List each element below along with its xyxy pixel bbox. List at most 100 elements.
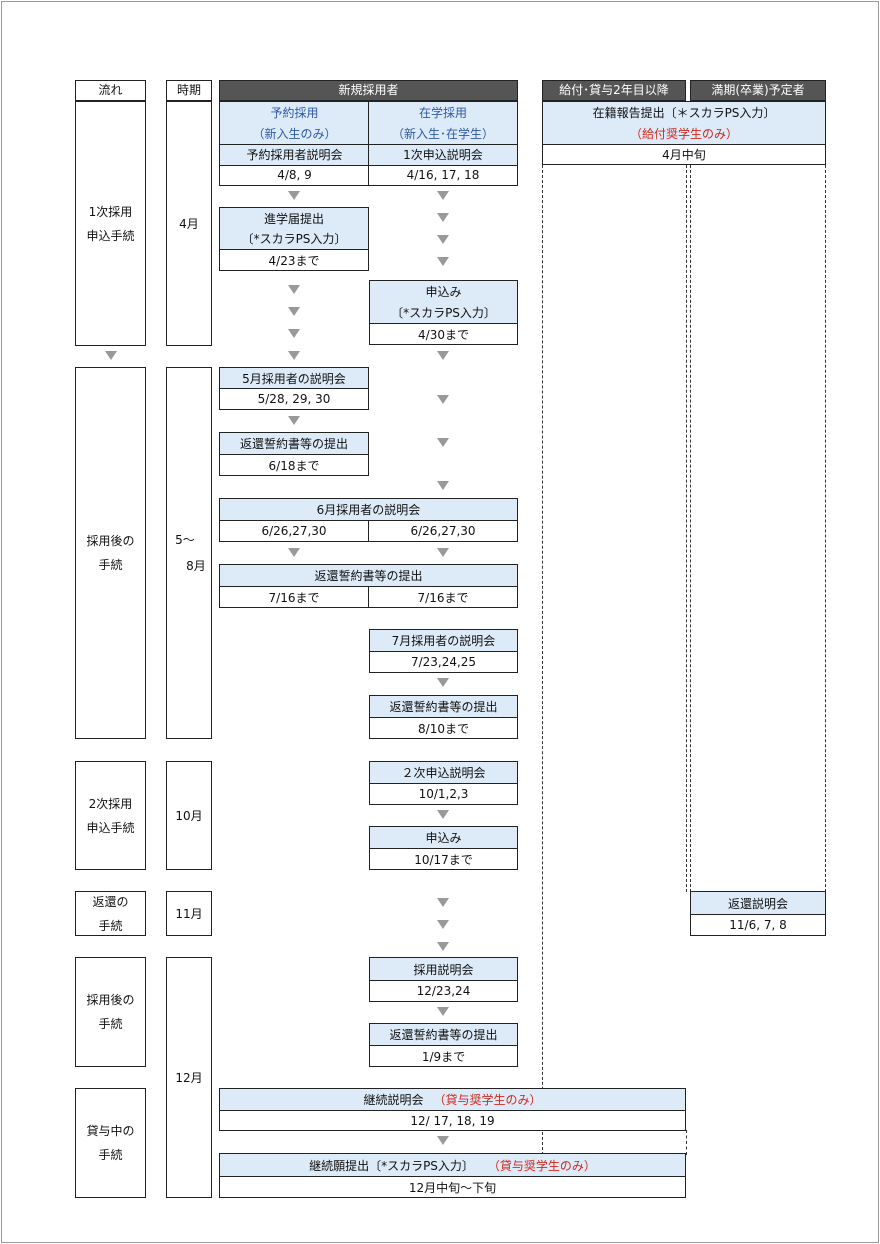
arrow-down-icon xyxy=(437,678,449,687)
continuation-briefing-note: （貸与奨学生のみ） xyxy=(433,1093,542,1107)
july-briefing-box: 7月採用者の説明会 7/23,24,25 xyxy=(369,629,518,673)
second-application-label: 申込み xyxy=(425,831,462,845)
may-pledge-submission-label: 返還誓約書等の提出 xyxy=(239,437,348,451)
arrow-down-icon xyxy=(288,285,300,294)
arrow-down-icon xyxy=(437,257,449,266)
stage-second-application: 2次採用申込手続 xyxy=(75,761,146,870)
period-april: 4月 xyxy=(166,101,212,346)
repayment-briefing-date: 11/6, 7, 8 xyxy=(729,918,787,932)
continuation-briefing-box: 継続説明会 （貸与奨学生のみ） 12/ 17, 18, 19 xyxy=(219,1088,686,1131)
arrow-down-icon xyxy=(288,191,300,200)
reservation-briefing-date: 4/8, 9 xyxy=(277,168,312,182)
july-pledge-submission-date: 8/10まで xyxy=(418,721,469,736)
june-briefing-label: 6月採用者の説明会 xyxy=(316,503,421,517)
june-briefing-date-enrolled: 6/26,27,30 xyxy=(410,524,476,538)
may-pledge-submission-box: 返還誓約書等の提出 6/18まで xyxy=(219,432,369,476)
june-pledge-date-reservation: 7/16まで xyxy=(268,590,320,605)
arrow-down-icon xyxy=(437,191,449,200)
adoption-briefing-date: 12/23,24 xyxy=(416,984,471,998)
june-pledge-submission-label: 返還誓約書等の提出 xyxy=(314,569,423,583)
july-pledge-submission-box: 返還誓約書等の提出 8/10まで xyxy=(369,695,518,739)
stage-first-application: 1次採用申込手続 xyxy=(75,101,146,346)
june-pledge-submission-box: 返還誓約書等の提出 7/16まで 7/16まで xyxy=(219,564,518,608)
enrollment-notice-input-note: 〔*スカラPS入力〕 xyxy=(241,232,347,246)
arrow-down-icon xyxy=(105,351,117,360)
july-briefing-label: 7月採用者の説明会 xyxy=(391,634,496,648)
stage-post-adoption-december: 採用後の手続 xyxy=(75,957,146,1067)
enrolled-adoption-title: 在学採用 xyxy=(418,106,467,120)
july-pledge-submission-label: 返還誓約書等の提出 xyxy=(389,700,498,714)
december-pledge-submission-label: 返還誓約書等の提出 xyxy=(389,1028,498,1042)
arrow-down-icon xyxy=(437,351,449,360)
second-application-briefing-label: ２次申込説明会 xyxy=(401,766,486,780)
enrollment-notice-box: 進学届提出 〔*スカラPS入力〕 4/23まで xyxy=(219,207,369,271)
second-application-box: 申込み 10/17まで xyxy=(369,826,518,870)
stage-during-loan: 貸与中の手続 xyxy=(75,1088,146,1198)
continuation-application-label: 継続願提出〔*スカラPS入力〕 xyxy=(309,1158,474,1173)
arrow-down-icon xyxy=(437,235,449,244)
period-may-august: 5～ 8月 xyxy=(166,367,212,739)
second-application-date: 10/17まで xyxy=(414,852,473,867)
first-application-briefing-date: 4/16, 17, 18 xyxy=(406,168,480,182)
may-briefing-date: 5/28, 29, 30 xyxy=(257,392,331,406)
second-application-briefing-box: ２次申込説明会 10/1,2,3 xyxy=(369,761,518,805)
may-pledge-submission-date: 6/18まで xyxy=(268,458,320,473)
first-application-briefing-label: 1次申込説明会 xyxy=(403,148,483,162)
header-new-recruits: 新規採用者 xyxy=(219,80,518,101)
continuation-briefing-heading: 継続説明会 （貸与奨学生のみ） xyxy=(220,1089,685,1110)
arrow-down-icon xyxy=(437,213,449,222)
dashed-separator xyxy=(686,1130,687,1155)
arrow-down-icon xyxy=(437,395,449,404)
continuation-application-heading: 継続願提出〔*スカラPS入力〕 （貸与奨学生のみ） xyxy=(220,1154,685,1176)
reservation-adoption-subtitle: （新入生のみ） xyxy=(252,127,337,141)
continuation-application-date: 12月中旬～下旬 xyxy=(408,1180,497,1195)
period-may-label: 5～ xyxy=(175,532,195,547)
period-november: 11月 xyxy=(166,891,212,936)
arrow-down-icon xyxy=(288,307,300,316)
reservation-adoption-title: 予約採用 xyxy=(270,106,319,120)
stage-post-adoption: 採用後の手続 xyxy=(75,367,146,739)
june-briefing-date-reservation: 6/26,27,30 xyxy=(261,524,327,538)
header-period: 時期 xyxy=(166,80,212,101)
june-briefing-box: 6月採用者の説明会 6/26,27,30 6/26,27,30 xyxy=(219,498,518,542)
continuation-application-box: 継続願提出〔*スカラPS入力〕 （貸与奨学生のみ） 12月中旬～下旬 xyxy=(219,1153,686,1198)
adoption-briefing-label: 採用説明会 xyxy=(413,962,474,977)
december-pledge-submission-box: 返還誓約書等の提出 1/9まで xyxy=(369,1023,518,1067)
period-october: 10月 xyxy=(166,761,212,870)
period-august-label: 8月 xyxy=(186,558,206,573)
header-flow: 流れ xyxy=(75,80,146,101)
adoption-briefing-box: 採用説明会 12/23,24 xyxy=(369,957,518,1002)
continuation-briefing-label: 継続説明会 xyxy=(363,1093,424,1107)
first-application-box: 申込み 〔*スカラPS入力〕 4/30まで xyxy=(369,280,518,345)
enrollment-notice-date: 4/23まで xyxy=(268,253,320,268)
repayment-briefing-box: 返還説明会 11/6, 7, 8 xyxy=(690,891,826,936)
arrow-down-icon xyxy=(288,548,300,557)
july-briefing-date: 7/23,24,25 xyxy=(410,655,477,669)
arrow-down-icon xyxy=(437,810,449,819)
arrow-down-icon xyxy=(437,920,449,929)
arrow-down-icon xyxy=(437,548,449,557)
first-application-input-note: 〔*スカラPS入力〕 xyxy=(391,306,496,320)
continuation-briefing-date: 12/ 17, 18, 19 xyxy=(410,1113,495,1128)
new-recruits-april-table: 予約採用 （新入生のみ） 在学採用 （新入生･在学生） 予約採用者説明会 1次申… xyxy=(219,101,518,186)
enrolled-adoption-subtitle: （新入生･在学生） xyxy=(391,127,494,141)
header-graduating: 満期(卒業)予定者 xyxy=(690,80,826,101)
arrow-down-icon xyxy=(437,942,449,951)
arrow-down-icon xyxy=(288,351,300,360)
reservation-briefing-label: 予約採用者説明会 xyxy=(246,148,343,162)
first-application-date: 4/30まで xyxy=(418,327,469,342)
period-december: 12月 xyxy=(166,957,212,1198)
arrow-down-icon xyxy=(437,898,449,907)
may-briefing-box: 5月採用者の説明会 5/28, 29, 30 xyxy=(219,367,369,410)
stage-repayment: 返還の手続 xyxy=(75,891,146,936)
dashed-separator xyxy=(686,165,687,892)
arrow-down-icon xyxy=(437,481,449,490)
may-briefing-label: 5月採用者の説明会 xyxy=(242,371,346,386)
enrollment-report-label: 在籍報告提出〔＊スカラPS入力〕 xyxy=(592,106,776,120)
dashed-separator xyxy=(542,165,543,1155)
second-application-briefing-date: 10/1,2,3 xyxy=(418,787,469,801)
header-second-year: 給付･貸与2年目以降 xyxy=(542,80,686,101)
arrow-down-icon xyxy=(288,329,300,338)
arrow-down-icon xyxy=(288,416,300,425)
